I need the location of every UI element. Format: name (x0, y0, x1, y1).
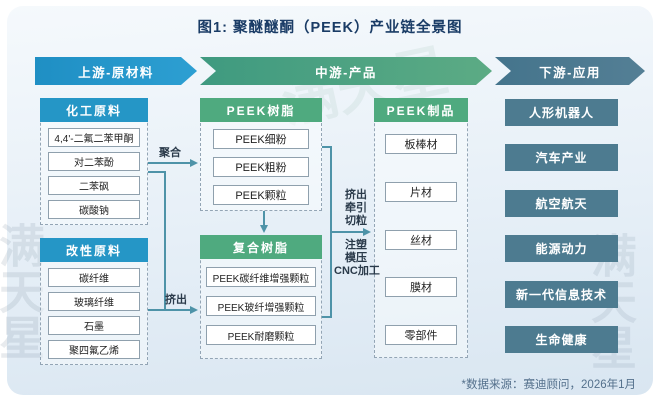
material-item: 碳纤维 (48, 268, 140, 287)
connector-line (263, 211, 265, 226)
material-item: 二苯砜 (48, 176, 140, 195)
group-header: 复合树脂 (200, 235, 322, 259)
product-item: PEEK颗粒 (213, 185, 309, 205)
process-label-extrude-steps: 挤出 牵引 切粒 (334, 189, 378, 228)
process-step: 切粒 (345, 215, 367, 227)
arrow-right-icon (363, 228, 371, 236)
diagram-title: 图1: 聚醚醚酮（PEEK）产业链全景图 (197, 20, 463, 36)
data-source-note: *数据来源：赛迪顾问，2026年1月 (461, 379, 636, 391)
product-item: PEEK玻纤增强颗粒 (206, 296, 316, 316)
material-item: 对二苯酚 (48, 152, 140, 171)
process-step: 牵引 (345, 202, 367, 214)
connector-line (322, 316, 332, 318)
material-item: 4,4'-二氟二苯甲酮 (48, 128, 140, 147)
group-header: 化工原料 (40, 98, 148, 122)
product-item: 零部件 (385, 325, 457, 345)
connector-line (148, 171, 166, 173)
connector-line (164, 171, 166, 311)
process-step: 挤出 (345, 189, 367, 201)
material-item: 碳酸钠 (48, 200, 140, 219)
product-item: PEEK耐磨颗粒 (206, 325, 316, 345)
process-label-molding-steps: 注塑 模压 CNC加工 (334, 239, 380, 278)
group-header: PEEK制品 (374, 98, 468, 122)
application-item: 生命健康 (505, 325, 618, 353)
group-peek-resin: PEEK树脂 PEEK细粉 PEEK粗粉 PEEK颗粒 (200, 98, 322, 211)
process-label-extrusion: 挤出 (165, 294, 187, 306)
connector-line (148, 309, 192, 311)
group-chemical-materials: 化工原料 4,4'-二氟二苯甲酮 对二苯酚 二苯砜 碳酸钠 (40, 98, 148, 225)
material-item: 玻璃纤维 (48, 292, 140, 311)
group-items: 板棒材 片材 丝材 膜材 零部件 (375, 122, 467, 357)
group-modifier-materials: 改性原料 碳纤维 玻璃纤维 石墨 聚四氟乙烯 (40, 238, 148, 365)
application-item: 人形机器人 (505, 99, 618, 126)
connector-line (148, 162, 192, 164)
group-peek-products: PEEK制品 板棒材 片材 丝材 膜材 零部件 (374, 98, 468, 358)
group-items: PEEK碳纤维增强颗粒 PEEK玻纤增强颗粒 PEEK耐磨颗粒 (201, 259, 321, 358)
stage-arrow-midstream: 中游-产品 (200, 57, 492, 85)
product-item: 片材 (385, 181, 457, 202)
application-item: 新一代信息技术 (505, 280, 618, 308)
stage-arrow-downstream: 下游-应用 (495, 57, 645, 85)
connector-line (322, 146, 332, 148)
arrow-right-icon (190, 159, 198, 167)
arrow-right-icon (190, 306, 198, 314)
process-step: 模压 (345, 252, 367, 264)
downstream-applications: 人形机器人 汽车产业 航空航天 能源动力 新一代信息技术 生命健康 (505, 99, 618, 353)
connector-line (332, 231, 365, 233)
application-item: 能源动力 (505, 235, 618, 263)
product-item: 板棒材 (385, 134, 457, 154)
application-item: 汽车产业 (505, 144, 618, 172)
group-items: 4,4'-二氟二苯甲酮 对二苯酚 二苯砜 碳酸钠 (41, 122, 147, 225)
group-items: PEEK细粉 PEEK粗粉 PEEK颗粒 (201, 122, 321, 212)
process-step: 注塑 (345, 239, 367, 251)
group-header: PEEK树脂 (200, 98, 322, 122)
application-item: 航空航天 (505, 189, 618, 217)
group-composite-resin: 复合树脂 PEEK碳纤维增强颗粒 PEEK玻纤增强颗粒 PEEK耐磨颗粒 (200, 235, 322, 359)
connector-line (330, 146, 332, 318)
product-item: PEEK碳纤维增强颗粒 (206, 267, 316, 287)
product-item: PEEK粗粉 (213, 157, 309, 177)
product-item: 膜材 (385, 277, 457, 298)
material-item: 石墨 (48, 316, 140, 335)
product-item: PEEK细粉 (213, 129, 309, 149)
product-item: 丝材 (385, 229, 457, 250)
group-header: 改性原料 (40, 238, 148, 262)
material-item: 聚四氟乙烯 (48, 340, 140, 359)
arrow-down-icon (260, 225, 268, 233)
process-label-polymerization: 聚合 (159, 147, 181, 159)
process-step: CNC加工 (334, 265, 380, 277)
group-items: 碳纤维 玻璃纤维 石墨 聚四氟乙烯 (41, 262, 147, 365)
stage-arrow-upstream: 上游-原材料 (35, 57, 197, 85)
